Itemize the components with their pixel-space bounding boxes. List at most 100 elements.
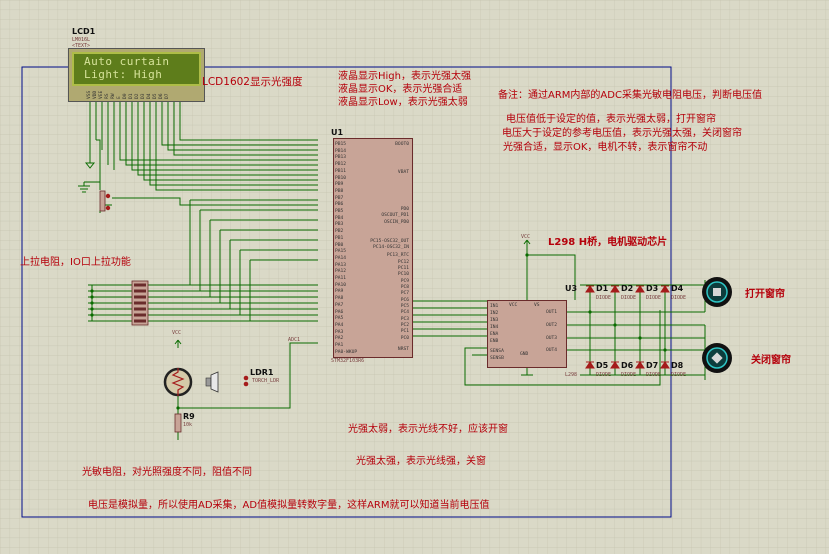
mcu-right-pin-4: OSCIN_PD0 <box>384 220 409 225</box>
diode-top-0: D1 <box>596 284 609 293</box>
mcu-left-pin-0: PB15 <box>335 142 347 147</box>
mcu-left-pin-24: PA7 <box>335 302 344 308</box>
lcd-pin-3: RS <box>105 93 110 99</box>
note-pullup: 上拉电阻，IO口上拉功能 <box>20 257 131 268</box>
motor-open-icon[interactable] <box>702 277 732 307</box>
mcu-left-pin-23: PA8 <box>335 296 344 302</box>
diode-top-3: D4 <box>671 284 684 293</box>
l298-left-pin-3: IN4 <box>490 325 499 330</box>
l298-chip[interactable] <box>487 300 567 368</box>
mcu-left-pin-6: PB9 <box>335 182 344 188</box>
lcd-pin-9: D3 <box>141 93 146 99</box>
diode-bottom-1: D6 <box>621 361 634 370</box>
mcu-right-pin-7: PC13_RTC <box>386 253 409 258</box>
mcu-left-pin-5: PB10 <box>335 175 347 181</box>
mcu-right-pin-15: PC5 <box>400 304 409 309</box>
lcd-pin-13: D7 <box>165 93 170 99</box>
lcd-pin-2: VEE <box>99 90 104 99</box>
junctions <box>90 253 667 410</box>
ldr-part: TORCH_LDR <box>252 378 280 384</box>
mcu-right-pin-2: PD0 <box>400 207 409 212</box>
note-adc: 电压是模拟量，所以使用AD采集，AD值模拟量转数字量，这样ARM就可以知道当前电… <box>88 500 490 511</box>
mcu-right-pin-3: OSCOUT_PD1 <box>381 213 409 218</box>
lcd-pin-4: RW <box>111 93 116 99</box>
mcu-left-pin-12: PB3 <box>335 222 344 228</box>
mcu-left-pin-2: PB13 <box>335 155 347 161</box>
mcu-left-pin-27: PA4 <box>335 322 344 328</box>
mcu-left-pin-31: PA0-WKUP <box>335 349 358 355</box>
mcu-left-pin-30: PA1 <box>335 343 344 348</box>
mcu-left-pin-11: PB4 <box>335 215 344 221</box>
mcu-right-pin-12: PC8 <box>400 285 409 290</box>
l298-left-pin-5: ENB <box>490 339 499 344</box>
contrast-potentiometer[interactable] <box>99 190 111 212</box>
lcd-part: LM016L <box>72 37 91 43</box>
torch-icon[interactable] <box>205 371 219 393</box>
lcd-pin-8: D2 <box>135 93 140 99</box>
note-rule-1: 电压值低于设定的值，表示光强太弱，打开窗帘 <box>506 114 716 125</box>
mcu-left-pin-14: PB1 <box>335 235 344 241</box>
l298-left-pin-0: IN1 <box>490 304 499 309</box>
mcu-left-pin-25: PA6 <box>335 309 344 315</box>
stm32-chip[interactable] <box>333 138 413 358</box>
note-l298: L298 H桥，电机驱动芯片 <box>548 237 668 248</box>
mcu-left-pin-4: PB11 <box>335 168 347 174</box>
lcd-text-tag: <TEXT> <box>72 43 91 49</box>
mcu-right-pin-19: PC1 <box>400 329 409 334</box>
note-rule-2: 电压大于设定的参考电压值，表示光强太强，关闭窗帘 <box>502 128 742 139</box>
mcu-right-pin-21: NRST <box>397 347 409 352</box>
lcd-pin-5: E <box>117 96 122 99</box>
pullup-resistor-pack[interactable] <box>131 280 149 326</box>
label-close-curtain: 关闭窗帘 <box>751 355 791 366</box>
mcu-left-pin-17: PA14 <box>335 255 347 261</box>
diode-top-part-2: DIODE <box>646 295 662 301</box>
mcu-left-pin-18: PA13 <box>335 262 347 268</box>
r9-value: 10k <box>183 422 193 428</box>
diode-bottom-3: D8 <box>671 361 684 370</box>
mcu-right-pin-14: PC6 <box>400 298 409 303</box>
diode-top-part-0: DIODE <box>596 295 612 301</box>
note-strong: 光强太强，表示光线强，关窗 <box>356 456 486 467</box>
mcu-right-pin-5: PC15-OSC32_OUT <box>370 239 409 244</box>
note-lcd-high: 液晶显示High，表示光强太强 <box>338 71 471 82</box>
diode-top-part-1: DIODE <box>621 295 637 301</box>
mcu-left-pin-29: PA2 <box>335 336 344 342</box>
sheet-frame <box>21 66 672 518</box>
mcu-left-pin-28: PA3 <box>335 329 344 335</box>
ldr-sensor[interactable] <box>163 367 193 397</box>
mcu-left-pin-1: PB14 <box>335 148 347 154</box>
lcd-screen: Auto curtain Light: High <box>72 52 201 86</box>
mcu-left-pin-9: PB6 <box>335 202 344 208</box>
mcu-left-pin-20: PA11 <box>335 276 347 281</box>
l298-right-pin-0: OUT1 <box>546 310 558 315</box>
mcu-right-pin-6: PC14-OSC32_IN <box>373 245 409 250</box>
diode-bridge <box>585 285 670 369</box>
lcd-line-2: Light: High <box>84 68 163 81</box>
diode-top-part-3: DIODE <box>671 295 687 301</box>
mcu-right-pin-0: BOOT0 <box>395 142 409 147</box>
mcu-left-pin-26: PA5 <box>335 316 344 322</box>
ldr-ref: LDR1 <box>250 368 274 377</box>
ldr-vcc-label: VCC <box>172 330 182 336</box>
r9-ref: R9 <box>183 412 195 421</box>
diode-bottom-part-1: DIODE <box>621 372 637 378</box>
lcd-pin-1: VDD <box>93 90 98 99</box>
l298-right-pin-2: OUT3 <box>546 336 558 341</box>
note-lcd-title: LCD1602显示光强度 <box>202 76 303 88</box>
l298-right-pin-3: OUT4 <box>546 348 558 353</box>
motor-close-icon[interactable] <box>702 343 732 373</box>
mcu-left-pin-16: PA15 <box>335 249 347 255</box>
mcu-left-pin-7: PB8 <box>335 188 344 194</box>
resistor-r9[interactable] <box>174 413 182 433</box>
mcu-right-pin-18: PC2 <box>400 323 409 328</box>
mcu-right-pin-10: PC10 <box>397 272 409 277</box>
note-weak: 光强太弱，表示光线不好，应该开窗 <box>348 424 508 435</box>
mcu-right-pin-17: PC3 <box>400 317 409 322</box>
l298-left-pin-1: IN2 <box>490 311 499 316</box>
diode-bottom-0: D5 <box>596 361 609 370</box>
diode-top-1: D2 <box>621 284 634 293</box>
note-rule-3: 光强合适，显示OK，电机不转，表示窗帘不动 <box>503 142 708 153</box>
mcu-left-pin-19: PA12 <box>335 269 347 275</box>
mcu-right-pin-20: PC0 <box>400 336 409 341</box>
mcu-left-pin-8: PB7 <box>335 195 344 201</box>
